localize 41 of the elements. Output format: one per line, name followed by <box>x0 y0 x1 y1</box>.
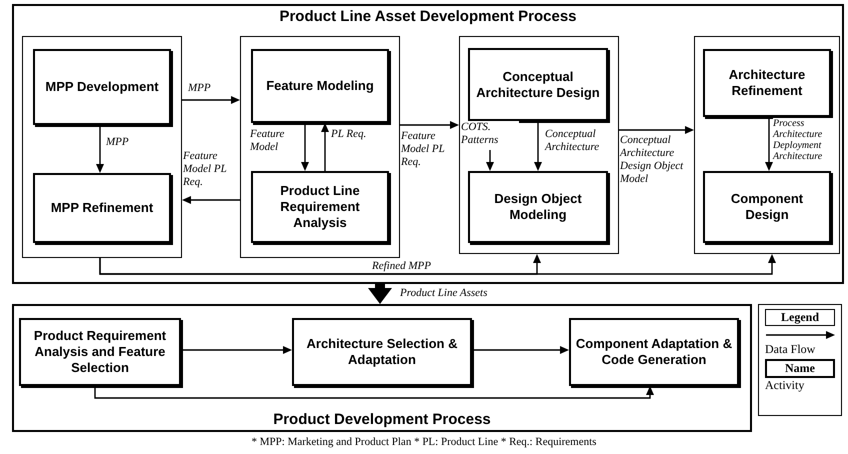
arrow <box>765 117 773 171</box>
legend-text: Data Flow <box>765 342 816 356</box>
activity-box: Feature Modeling <box>251 49 389 123</box>
arrow <box>99 254 776 275</box>
arrow <box>301 123 309 171</box>
frame-title: Product Line Asset Development Process <box>279 8 577 25</box>
arrow <box>182 196 240 204</box>
arrow <box>181 346 292 354</box>
arrow <box>534 121 542 171</box>
process-frame <box>12 304 752 432</box>
legend-heading: Legend <box>765 309 835 326</box>
frame-title: Product Development Process <box>273 411 491 428</box>
group-frame <box>459 36 619 254</box>
activity-box: Conceptual Architecture Design <box>468 48 608 121</box>
process-frame <box>12 4 844 284</box>
activity-box: Product Requirement Analysis and Feature Selection <box>19 318 181 386</box>
legend-text: Activity <box>765 378 806 392</box>
arrow <box>472 346 569 354</box>
arrow <box>96 125 104 173</box>
group-frame <box>694 36 840 254</box>
arrow <box>94 386 654 399</box>
activity-box: Architecture Refinement <box>703 49 831 117</box>
activity-box: Component Adaptation & Code Generation <box>569 318 739 386</box>
edge-label: Refined MPP <box>372 260 431 273</box>
arrow <box>321 123 329 171</box>
arrow <box>486 150 494 171</box>
arrow <box>182 96 240 104</box>
footnote: * MPP: Marketing and Product Plan * PL: Product Line * Req.: Requirements <box>252 436 596 448</box>
group-frame <box>22 36 182 258</box>
activity-box: Product Line Requirement Analysis <box>251 171 389 243</box>
activity-box: MPP Development <box>33 49 171 125</box>
activity-box: Design Object Modeling <box>468 171 608 243</box>
edge-label: PL Req. <box>331 128 366 141</box>
activity-box: Component Design <box>703 171 831 243</box>
arrow <box>368 284 392 304</box>
arrow <box>400 121 459 129</box>
arrow <box>619 126 694 134</box>
activity-box: MPP Refinement <box>33 173 171 243</box>
activity-box: Architecture Selection & Adaptation <box>292 318 472 386</box>
legend-sample-box: Name <box>765 359 835 378</box>
group-frame <box>240 36 400 258</box>
